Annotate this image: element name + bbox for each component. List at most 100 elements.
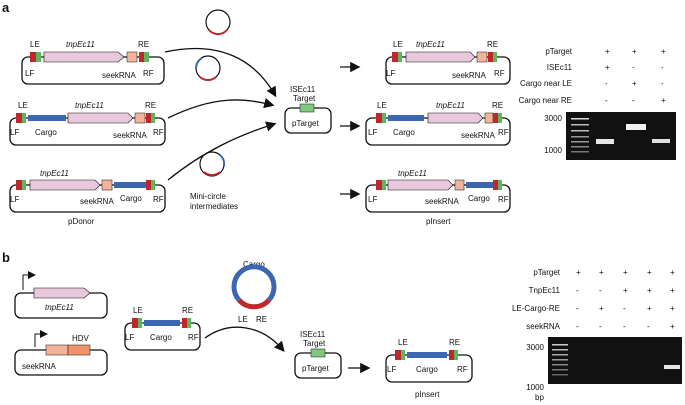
tnp-gene bbox=[29, 179, 101, 191]
rf-element bbox=[498, 180, 502, 190]
arrow-curve-1 bbox=[164, 47, 277, 98]
tnp-label: tnpEc11 bbox=[75, 101, 104, 110]
lf-element bbox=[138, 318, 142, 328]
cargo-block bbox=[114, 182, 146, 188]
ladder-label: 1000 bbox=[544, 146, 562, 155]
panel-b-label: b bbox=[2, 250, 10, 265]
pdonor-label: pDonor bbox=[68, 217, 95, 226]
le-label: LE bbox=[393, 40, 403, 49]
lf-element bbox=[22, 113, 26, 123]
tnp-gene bbox=[67, 112, 134, 124]
gel-mark: - bbox=[599, 322, 602, 331]
tnp-gene bbox=[427, 112, 484, 124]
gel-mark: - bbox=[576, 286, 579, 295]
gel-mark: + bbox=[623, 286, 628, 295]
re-label: RE bbox=[492, 101, 503, 110]
re-element bbox=[146, 180, 151, 190]
lf-label: LF bbox=[10, 195, 19, 204]
rf-element bbox=[151, 180, 155, 190]
lf-label: LF bbox=[125, 333, 134, 342]
re-label: RE bbox=[449, 338, 460, 347]
minicircle-3 bbox=[199, 151, 226, 177]
ptarget-label: pTarget bbox=[292, 119, 319, 128]
rf-element bbox=[187, 318, 191, 328]
cargo-arc bbox=[231, 264, 277, 302]
tnp-label: tnpEc11 bbox=[66, 40, 95, 49]
minicircle-label-2: intermediates bbox=[190, 202, 238, 211]
promoter-arrow bbox=[34, 330, 48, 347]
re-label: RE bbox=[145, 101, 156, 110]
ladder-unit: bp bbox=[535, 393, 544, 402]
gel-row-label: pTarget bbox=[545, 47, 572, 56]
target-label-1: ISEc11 bbox=[290, 85, 316, 94]
gel-mark: - bbox=[599, 286, 602, 295]
gel-mark: - bbox=[576, 322, 579, 331]
gel-row-label: LE-Cargo-RE bbox=[512, 304, 560, 313]
minicircle-2 bbox=[195, 55, 221, 81]
le-element bbox=[16, 113, 22, 123]
lf-label: LF bbox=[386, 69, 395, 78]
lf-element bbox=[22, 180, 26, 190]
gel-mark: + bbox=[670, 322, 675, 331]
lf-element bbox=[382, 113, 386, 123]
re-element bbox=[139, 52, 144, 62]
gel-mark: + bbox=[661, 96, 666, 105]
rf-element bbox=[498, 113, 502, 123]
seekrna-box bbox=[454, 179, 465, 191]
re-label: RE bbox=[182, 306, 193, 315]
gel-mark: + bbox=[647, 304, 652, 313]
tnp-gene bbox=[387, 179, 454, 191]
tnp-expression-plasmid: tnpEc11 bbox=[14, 271, 108, 319]
seekrna-label: seekRNA bbox=[452, 71, 486, 80]
gel-mark: + bbox=[647, 268, 652, 277]
re-label: RE bbox=[487, 40, 498, 49]
gel-mark: - bbox=[632, 96, 635, 105]
ptarget-label: pTarget bbox=[302, 364, 329, 373]
gel-mark: - bbox=[605, 79, 608, 88]
gel-row-label: seekRNA bbox=[526, 322, 560, 331]
gel-mark: - bbox=[605, 96, 608, 105]
re-element bbox=[449, 350, 454, 360]
seekrna-box bbox=[45, 344, 69, 356]
gel-row-label: TnpEc11 bbox=[529, 286, 561, 295]
rf-label: RF bbox=[498, 128, 509, 137]
re-label: RE bbox=[256, 315, 267, 324]
gel-mark: + bbox=[599, 304, 604, 313]
promoter-arrow bbox=[22, 271, 36, 290]
cargo-label: Cargo bbox=[393, 128, 415, 137]
re-element bbox=[146, 113, 151, 123]
target-site bbox=[299, 103, 315, 113]
gel-mark: + bbox=[605, 63, 610, 72]
target-label-1: ISEc11 bbox=[300, 330, 326, 339]
seekrna-label: seekRNA bbox=[461, 131, 495, 140]
le-element bbox=[16, 180, 22, 190]
gel-mark: - bbox=[623, 322, 626, 331]
panel-a-label: a bbox=[2, 0, 10, 15]
seekrna-label: seekRNA bbox=[425, 197, 459, 206]
gel-mark: - bbox=[661, 79, 664, 88]
tnp-label: tnpEc11 bbox=[416, 40, 445, 49]
seekrna-label: seekRNA bbox=[80, 197, 114, 206]
lf-element bbox=[36, 52, 41, 62]
le-element bbox=[392, 52, 398, 62]
cargo-label: Cargo bbox=[35, 128, 57, 137]
ends-arc bbox=[237, 298, 271, 310]
rf-label: RF bbox=[153, 128, 164, 137]
rf-label: RF bbox=[153, 195, 164, 204]
gel-mark: - bbox=[647, 322, 650, 331]
donor-construct-1: LE tnpEc11 RE LF RF seekRNA bbox=[21, 40, 165, 85]
ptarget-b: ISEc11 Target pTarget bbox=[294, 330, 342, 379]
gel-row-label: Cargo near LE bbox=[520, 79, 572, 88]
le-element bbox=[395, 350, 401, 360]
seekrna-box bbox=[476, 51, 488, 63]
seekrna-label: seekRNA bbox=[22, 362, 56, 371]
lf-label: LF bbox=[368, 195, 377, 204]
seekrna-box bbox=[134, 112, 146, 124]
rf-label: RF bbox=[498, 195, 509, 204]
ladder-label: 3000 bbox=[544, 114, 562, 123]
rf-label: RF bbox=[188, 333, 199, 342]
le-label: LE bbox=[30, 40, 40, 49]
gel-mark: + bbox=[670, 268, 675, 277]
target-site bbox=[310, 348, 326, 358]
arrow-curve-b bbox=[204, 326, 285, 352]
